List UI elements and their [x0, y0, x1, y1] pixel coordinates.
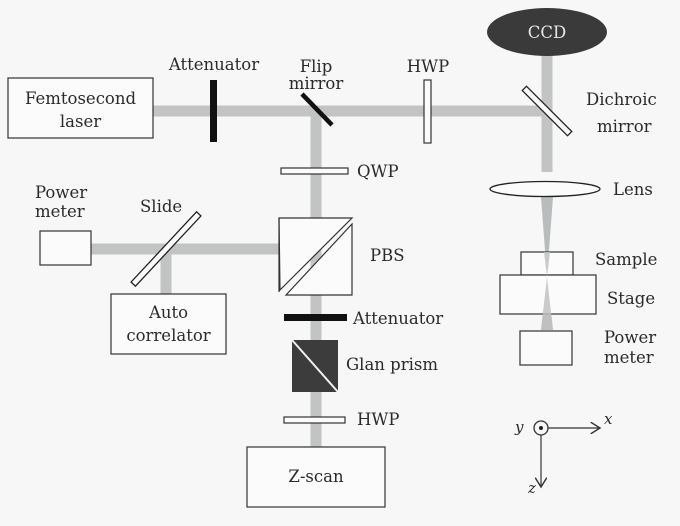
beam-through-sample — [541, 252, 553, 330]
ccd-label: CCD — [528, 23, 566, 42]
auto-correlator-label-2: correlator — [126, 326, 210, 345]
lens — [489, 180, 601, 198]
hwp-top — [423, 79, 432, 144]
dichroic-mirror-label-1: Dichroic — [586, 90, 657, 109]
power-meter-left-label-2: meter — [35, 202, 85, 221]
beam-focus-cone — [541, 197, 553, 277]
slide — [130, 210, 202, 288]
qwp-label: QWP — [357, 162, 399, 181]
flip-mirror — [300, 92, 334, 127]
laser-label-1: Femtosecond — [25, 89, 137, 108]
stage-label: Stage — [607, 289, 655, 308]
dichroic-mirror-label-2: mirror — [597, 117, 652, 136]
power-meter-left — [39, 230, 92, 266]
femtosecond-laser-box — [7, 77, 154, 139]
glan-prism-label: Glan prism — [346, 355, 438, 374]
attenuator-bottom-label: Attenuator — [352, 309, 443, 328]
laser-label-2: laser — [60, 112, 101, 131]
sample-label: Sample — [595, 250, 657, 269]
qwp — [280, 167, 349, 175]
slide-label: Slide — [140, 197, 182, 216]
attenuator-top-label: Attenuator — [168, 55, 259, 74]
power-meter-left-label-1: Power — [35, 183, 87, 202]
pbs-label: PBS — [370, 246, 405, 265]
x-axis-label: x — [604, 410, 613, 428]
flip-mirror-label-1: Flip — [300, 57, 333, 76]
power-meter-right — [519, 330, 573, 366]
z-axis-label: z — [527, 479, 536, 497]
zscan-label: Z-scan — [288, 467, 344, 486]
attenuator-top — [210, 80, 217, 142]
lens-label: Lens — [613, 180, 653, 199]
attenuator-bottom — [284, 314, 347, 321]
power-meter-right-label-1: Power — [604, 328, 656, 347]
auto-correlator-box — [110, 293, 227, 355]
y-axis-label: y — [514, 418, 524, 436]
glan-prism — [291, 339, 339, 393]
dichroic-mirror — [521, 85, 573, 137]
flip-mirror-label-2: mirror — [289, 74, 344, 93]
hwp-bottom — [283, 416, 346, 424]
pbs-cube — [278, 217, 354, 296]
hwp-bottom-label: HWP — [357, 410, 399, 429]
coordinate-axes: x y z — [514, 410, 613, 497]
ccd-detector — [487, 8, 607, 56]
auto-correlator-label-1: Auto — [148, 303, 188, 322]
zscan-box — [246, 446, 386, 508]
power-meter-right-label-2: meter — [604, 348, 654, 367]
hwp-top-label: HWP — [407, 57, 449, 76]
